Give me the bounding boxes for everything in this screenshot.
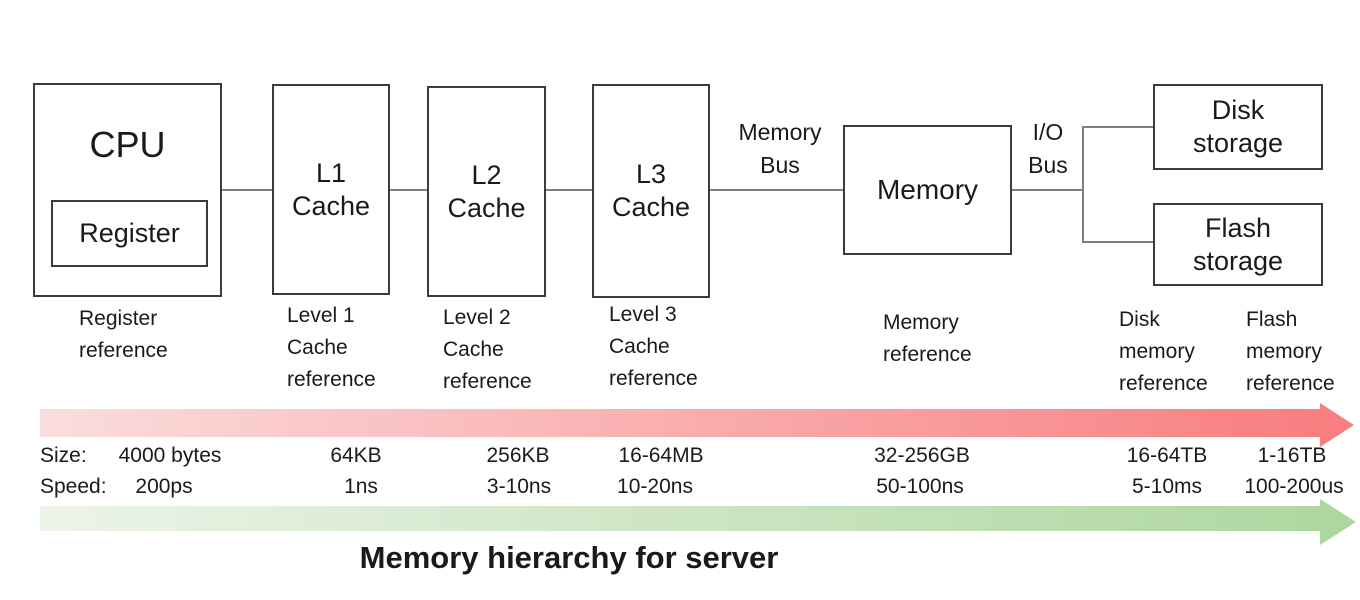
size-value-l2: 256KB	[486, 444, 550, 467]
cpu-box: CPU Register	[33, 83, 222, 297]
memory-reference-label: Memory reference	[883, 311, 972, 366]
connector-junction-flash	[1082, 241, 1153, 243]
memory-label: Memory	[876, 173, 979, 205]
size-value-l3: 16-64MB	[618, 444, 704, 467]
l3-cache-label: L3 Cache	[611, 159, 691, 222]
disk-storage-label: Disk storage	[1192, 95, 1284, 158]
red-gradient-arrow-head-icon	[1320, 403, 1354, 447]
red-gradient-arrow-band	[40, 409, 1322, 437]
cpu-label: CPU	[89, 124, 166, 165]
level2-cache-reference-label: Level 2 Cache reference	[443, 306, 532, 393]
l1-cache-box: L1 Cache	[272, 84, 390, 295]
connector-junction-disk	[1082, 126, 1153, 128]
register-box: Register	[51, 200, 208, 267]
memory-box: Memory	[843, 125, 1012, 255]
size-value-flash: 1-16TB	[1257, 444, 1327, 467]
size-value-memory: 32-256GB	[874, 444, 970, 467]
size-value-register: 4000 bytes	[118, 444, 222, 467]
speed-value-l2: 3-10ns	[486, 475, 552, 498]
green-gradient-arrow-band	[40, 506, 1322, 531]
l3-cache-box: L3 Cache	[592, 84, 710, 298]
register-reference-label: Register reference	[79, 307, 168, 362]
speed-value-memory: 50-100ns	[876, 475, 964, 498]
connector-io-junction	[1082, 126, 1084, 243]
flash-memory-reference-label: Flash memory reference	[1246, 308, 1335, 395]
size-value-l1: 64KB	[330, 444, 382, 467]
level3-cache-reference-label: Level 3 Cache reference	[609, 303, 698, 390]
connector-io-bus	[1012, 189, 1082, 191]
size-value-disk: 16-64TB	[1126, 444, 1208, 467]
diagram-title: Memory hierarchy for server	[359, 540, 779, 575]
connector-memory-bus	[710, 189, 843, 191]
connector-l1-l2	[390, 189, 427, 191]
l1-cache-label: L1 Cache	[291, 157, 371, 221]
register-label: Register	[79, 218, 180, 249]
flash-storage-box: Flash storage	[1153, 203, 1323, 286]
speed-value-l3: 10-20ns	[617, 475, 693, 498]
connector-cpu-l1	[222, 189, 272, 191]
flash-storage-label: Flash storage	[1192, 212, 1284, 276]
l2-cache-box: L2 Cache	[427, 86, 546, 297]
speed-value-l1: 1ns	[344, 475, 378, 498]
disk-storage-box: Disk storage	[1153, 84, 1323, 170]
green-gradient-arrow-head-icon	[1320, 499, 1356, 545]
size-row-label: Size:	[40, 444, 87, 467]
io-bus-label: I/O Bus	[1028, 119, 1068, 179]
speed-value-disk: 5-10ms	[1131, 475, 1203, 498]
disk-memory-reference-label: Disk memory reference	[1119, 308, 1208, 395]
speed-value-register: 200ps	[135, 475, 193, 498]
speed-value-flash: 100-200us	[1244, 475, 1344, 498]
l2-cache-label: L2 Cache	[447, 159, 526, 223]
speed-row-label: Speed:	[40, 475, 107, 498]
connector-l2-l3	[546, 189, 592, 191]
level1-cache-reference-label: Level 1 Cache reference	[287, 304, 376, 391]
memory-bus-label: Memory Bus	[738, 119, 822, 179]
